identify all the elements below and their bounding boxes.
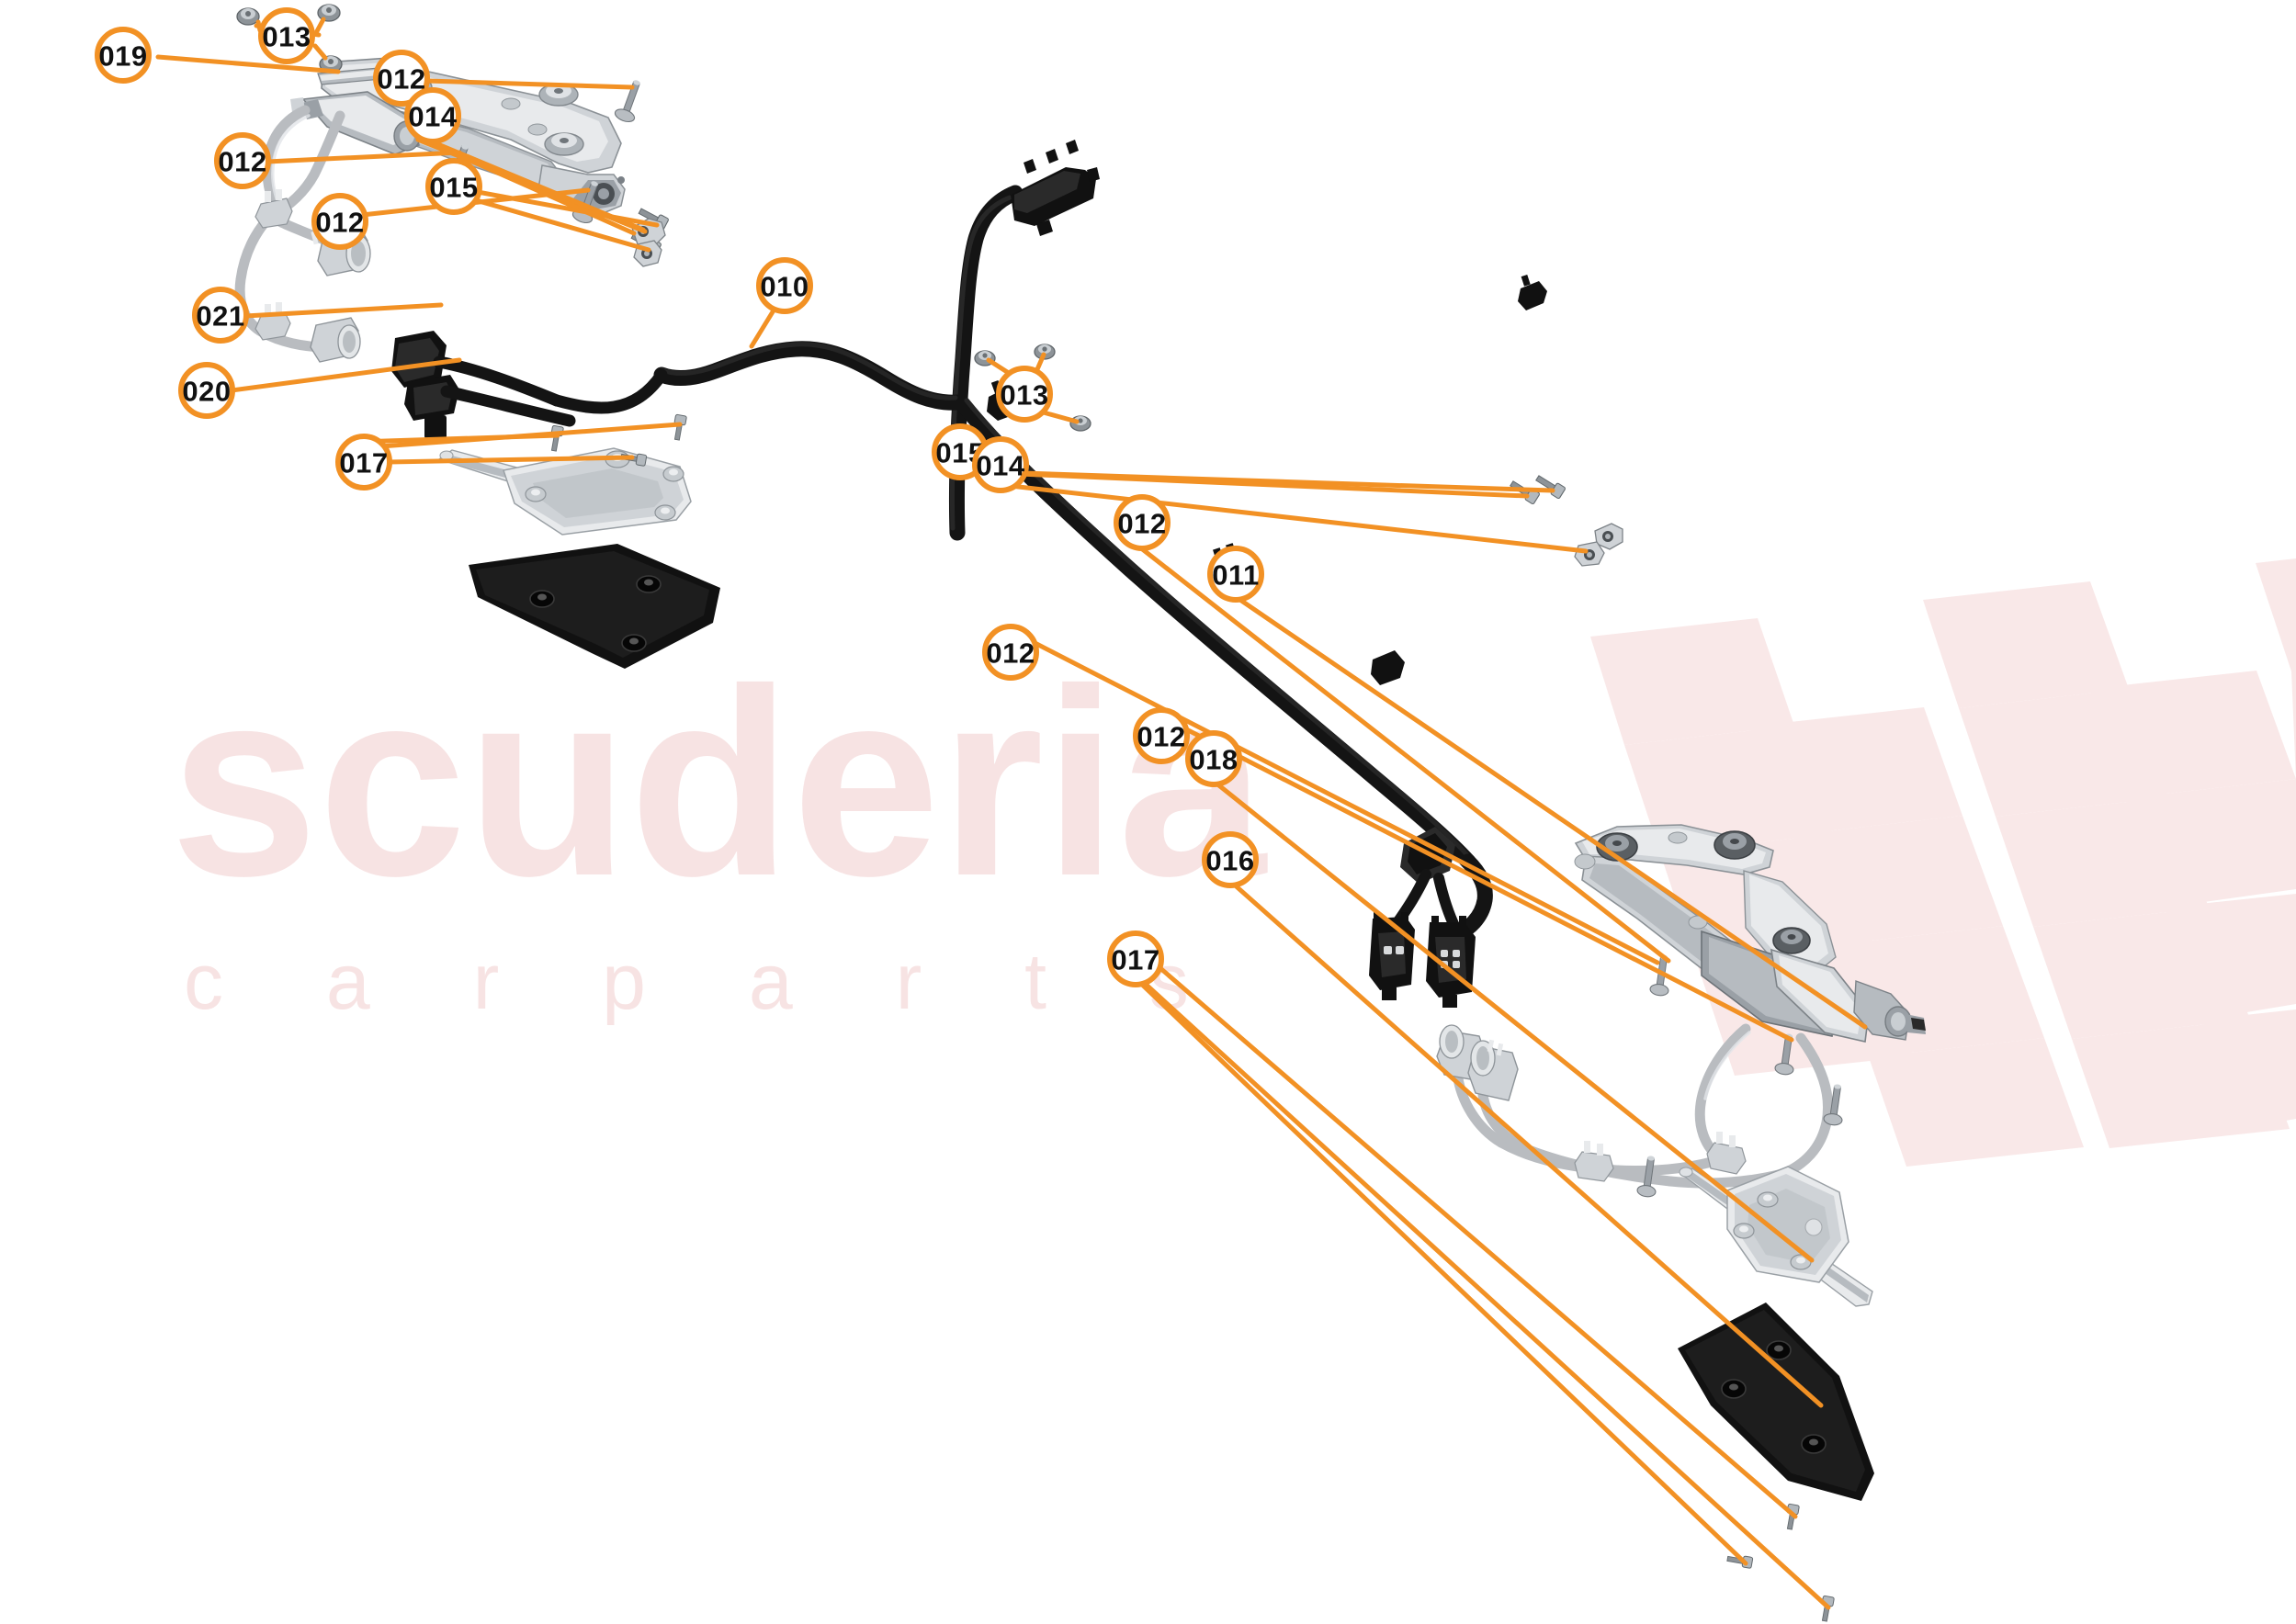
part-roof-drive-motor-right <box>1574 824 1926 1043</box>
callout-label: 015 <box>429 172 478 204</box>
callout-017-left[interactable]: 017 <box>335 434 392 491</box>
watermark-sub-text: c a r p a r t s <box>184 938 1229 1026</box>
callout-015-left[interactable]: 015 <box>425 158 482 215</box>
callout-019[interactable]: 019 <box>95 27 152 84</box>
fastener-screw <box>1823 1084 1843 1126</box>
callout-012-e[interactable]: 012 <box>982 624 1039 681</box>
scuderia-watermark: scuderia c a r p a r t s <box>170 634 1268 1026</box>
callout-circle[interactable] <box>1207 546 1264 603</box>
callout-label: 021 <box>196 300 244 333</box>
callout-label: 013 <box>262 21 311 53</box>
callout-label: 019 <box>98 40 147 73</box>
callout-circle[interactable] <box>192 287 249 344</box>
callout-012-c[interactable]: 012 <box>311 193 368 250</box>
callout-label: 012 <box>218 146 266 178</box>
callout-010[interactable]: 010 <box>756 257 813 314</box>
fastener-screw <box>614 80 640 123</box>
callout-012-f[interactable]: 012 <box>1133 707 1190 764</box>
callout-label: 012 <box>1117 508 1166 540</box>
tube-clip <box>254 189 293 229</box>
callout-circle[interactable] <box>1107 930 1164 987</box>
callout-label: 016 <box>1205 845 1254 877</box>
fastener-nut <box>236 7 260 26</box>
callout-circle[interactable] <box>1185 730 1242 787</box>
callout-circle[interactable] <box>178 362 235 419</box>
callout-label: 012 <box>315 207 364 239</box>
callout-020[interactable]: 020 <box>178 362 235 419</box>
callout-circle[interactable] <box>756 257 813 314</box>
callout-label: 011 <box>1212 559 1260 592</box>
callout-014-right[interactable]: 014 <box>972 436 1029 493</box>
part-link-rod-end <box>1574 523 1623 567</box>
tube-clip-right <box>1706 1132 1747 1175</box>
callout-013-left[interactable]: 013 <box>258 7 315 64</box>
callout-label: 018 <box>1189 744 1238 776</box>
callout-circle[interactable] <box>972 436 1029 493</box>
part-cover-panel-left <box>469 544 720 669</box>
part-guide-rail-right <box>1679 1166 1873 1307</box>
harness-clip <box>1518 275 1547 310</box>
callout-label: 012 <box>377 63 425 96</box>
callout-circle[interactable] <box>373 50 430 107</box>
callout-012-b[interactable]: 012 <box>214 132 271 189</box>
harness-plug-connector <box>1426 916 1476 1008</box>
callout-label: 017 <box>1111 944 1159 976</box>
callout-012-d[interactable]: 012 <box>1114 494 1171 551</box>
callout-label: 020 <box>182 376 231 408</box>
callout-014-left[interactable]: 014 <box>404 87 461 144</box>
checkered-flag-watermark <box>1590 558 2296 1167</box>
callout-011[interactable]: 011 <box>1207 546 1264 603</box>
callout-circle[interactable] <box>335 434 392 491</box>
callout-circle[interactable] <box>982 624 1039 681</box>
motor-connector-left-b <box>310 317 361 363</box>
part-main-wiring-harness <box>653 140 1547 1008</box>
callout-label: 010 <box>760 271 809 303</box>
part-black-connector-left <box>391 331 668 439</box>
callout-label: 014 <box>976 450 1024 482</box>
callout-label: 012 <box>986 637 1035 670</box>
part-guide-rail-left <box>437 447 692 536</box>
part-cover-panel-right <box>1678 1303 1874 1501</box>
harness-main-connector <box>1011 140 1100 236</box>
callout-circle[interactable] <box>996 366 1053 423</box>
callout-label: 017 <box>339 447 388 479</box>
callout-circle[interactable] <box>95 27 152 84</box>
callout-012-a[interactable]: 012 <box>373 50 430 107</box>
fastener-screw <box>1636 1156 1657 1198</box>
callout-017-right[interactable]: 017 <box>1107 930 1164 987</box>
callout-circle[interactable] <box>425 158 482 215</box>
tube-clip <box>254 302 291 341</box>
callout-016[interactable]: 016 <box>1202 831 1259 888</box>
fastener-screw-small <box>673 413 687 441</box>
callout-leader-lines <box>155 17 1868 1610</box>
callout-circle[interactable] <box>1114 494 1171 551</box>
callout-circle[interactable] <box>214 132 271 189</box>
motor-connector-right-b <box>1467 1039 1519 1101</box>
fastener-screw-small <box>550 424 564 452</box>
watermark-main-text: scuderia <box>170 634 1268 931</box>
callout-021[interactable]: 021 <box>192 287 249 344</box>
callout-label: 013 <box>1000 379 1048 412</box>
callout-circle[interactable] <box>404 87 461 144</box>
fastener-bolt <box>1535 475 1566 500</box>
callout-013-right[interactable]: 013 <box>996 366 1053 423</box>
part-motor-harness-right <box>1436 1023 1834 1189</box>
callout-circle[interactable] <box>1133 707 1190 764</box>
callout-circle[interactable] <box>311 193 368 250</box>
callout-circle[interactable] <box>1202 831 1259 888</box>
callout-circle[interactable] <box>258 7 315 64</box>
callout-label: 012 <box>1137 721 1185 753</box>
callout-018[interactable]: 018 <box>1185 730 1242 787</box>
tube-clip-right <box>1574 1141 1614 1182</box>
harness-clip <box>1371 650 1405 685</box>
fastener-nut <box>1034 344 1056 360</box>
callout-label: 014 <box>408 101 457 133</box>
